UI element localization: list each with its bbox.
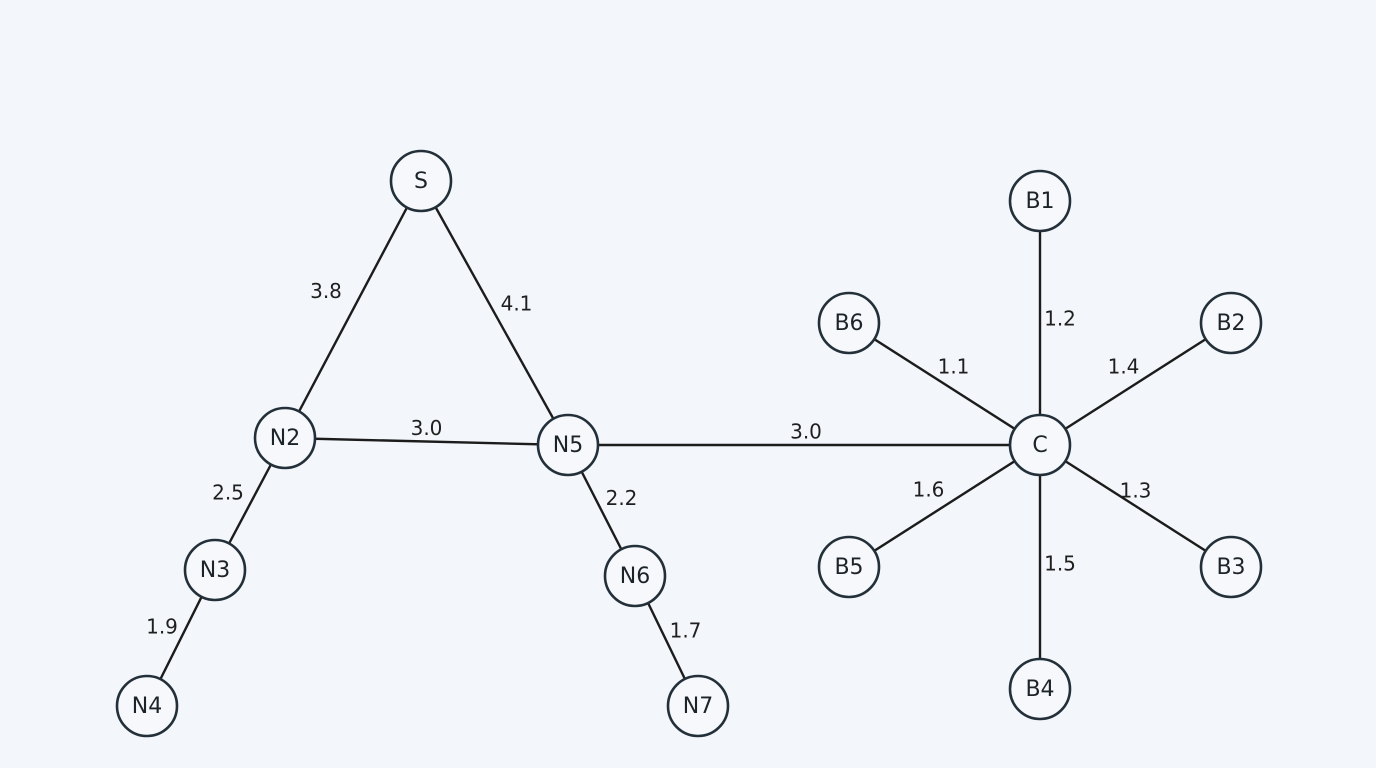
node-n3: N3: [183, 538, 247, 602]
edge-weight-label: 4.1: [501, 292, 533, 316]
edge-weight-label: 2.2: [606, 486, 638, 510]
node-b3: B3: [1199, 535, 1263, 599]
node-b4: B4: [1008, 657, 1072, 721]
node-label: B6: [834, 311, 863, 336]
edge-s-n2: [283, 180, 423, 439]
node-b5: B5: [817, 535, 881, 599]
node-c: C: [1008, 413, 1072, 477]
node-b2: B2: [1199, 291, 1263, 355]
node-n4: N4: [115, 674, 179, 738]
edge-weight-label: 1.2: [1044, 307, 1076, 331]
node-label: N6: [620, 564, 650, 589]
node-n6: N6: [603, 544, 667, 608]
node-n5: N5: [536, 413, 600, 477]
edge-weight-label: 1.1: [938, 355, 970, 379]
node-label: N5: [553, 433, 583, 458]
node-b1: B1: [1008, 169, 1072, 233]
edge-weight-label: 3.8: [310, 279, 342, 303]
node-label: C: [1032, 433, 1047, 458]
edge-weight-label: 3.0: [790, 420, 822, 444]
node-b6: B6: [817, 291, 881, 355]
node-s: S: [389, 149, 453, 213]
edge-weight-label: 1.5: [1044, 552, 1076, 576]
edge-s-n5: [419, 180, 570, 446]
node-label: N7: [683, 694, 713, 719]
node-label: B4: [1025, 677, 1054, 702]
edge-weight-label: 1.7: [670, 619, 702, 643]
node-label: B2: [1216, 311, 1245, 336]
node-label: N2: [270, 426, 300, 451]
edge-n2-n5: [284, 436, 569, 447]
edge-c-b6: [848, 321, 1041, 447]
node-label: N4: [132, 694, 162, 719]
edge-c-b5: [848, 443, 1041, 569]
edge-labels-layer: 3.8 4.1 3.0 2.5 1.9 2.2 1.7 3.0 1.2 1.4 1.3 1.5 1.6 1…: [146, 279, 1151, 643]
edge-weight-label: 1.6: [913, 478, 945, 502]
node-n7: N7: [666, 674, 730, 738]
edge-c-b2: [1039, 321, 1232, 447]
edge-weight-label: 3.0: [411, 416, 443, 440]
node-label: N3: [200, 558, 230, 583]
node-label: B5: [834, 555, 863, 580]
edge-weight-label: 1.9: [146, 615, 178, 639]
node-label: B3: [1216, 555, 1245, 580]
node-label: B1: [1025, 189, 1054, 214]
edge-weight-label: 2.5: [212, 481, 244, 505]
edge-weight-label: 1.4: [1108, 355, 1140, 379]
node-label: S: [414, 169, 428, 194]
edge-c-b3: [1039, 443, 1232, 569]
edge-weight-label: 1.3: [1120, 479, 1152, 503]
node-n2: N2: [253, 406, 317, 470]
